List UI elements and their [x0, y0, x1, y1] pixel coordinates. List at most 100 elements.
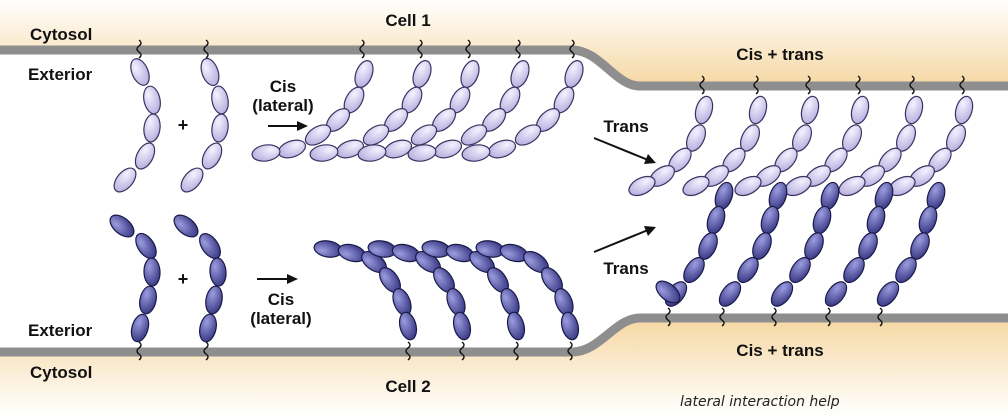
anchor-cistrans-bottom	[719, 307, 725, 327]
anchor-cistrans-top	[753, 75, 759, 95]
cistrans-top-domain	[954, 95, 974, 125]
anchor-cis-top	[465, 39, 471, 59]
anchor-cis-top	[359, 39, 365, 59]
top-monomer-2-domain	[180, 167, 204, 193]
cistrans-top-domain	[748, 95, 768, 125]
anchor-top-monomer-1	[136, 39, 142, 59]
cis-top-line1: Cis	[270, 77, 296, 96]
bottom-monomer-1-domain	[143, 257, 161, 287]
cis-top-domain	[410, 124, 438, 146]
top-monomer-2-domain	[211, 85, 229, 115]
bottom-monomer-2-domain	[173, 214, 199, 238]
cistrans-top-domain	[850, 95, 870, 125]
cis-top-domain	[407, 144, 437, 162]
anchor-cis-bottom	[459, 341, 465, 361]
cistrans-top-domain	[734, 175, 762, 197]
anchor-bottom-monomer-2	[203, 341, 209, 361]
cistrans-bottom-domain	[843, 256, 865, 284]
anchor-cis-top	[569, 39, 575, 59]
plus-top: +	[178, 115, 189, 135]
cadherin-molecules	[109, 39, 974, 361]
top-monomer-1-domain	[143, 113, 161, 143]
anchor-cistrans-top	[959, 75, 965, 95]
cistrans-bottom-domain	[737, 256, 759, 284]
cistrans-bottom-domain	[824, 281, 848, 307]
anchor-cistrans-top	[909, 75, 915, 95]
cistrans-bottom-domain	[718, 281, 742, 307]
cis-top-domain	[304, 124, 332, 146]
cis-top-line2: (lateral)	[252, 96, 313, 115]
anchor-cis-top	[417, 39, 423, 59]
bottom-monomer-1-domain	[135, 232, 157, 260]
anchor-top-monomer-2	[203, 39, 209, 59]
cis-bottom-domain	[506, 311, 526, 341]
cis-trans-bottom-label: Cis + trans	[736, 341, 823, 360]
cis-bottom-line1: Cis	[268, 290, 294, 309]
membrane-bottom	[0, 313, 1008, 357]
cis-bottom-line2: (lateral)	[250, 309, 311, 328]
cistrans-top-domain	[800, 95, 820, 125]
anchor-cistrans-bottom	[665, 307, 671, 327]
trans-bottom-label: Trans	[603, 259, 648, 278]
cell2-label: Cell 2	[385, 377, 430, 396]
top-monomer-2-domain	[211, 113, 229, 143]
anchor-cistrans-bottom	[771, 307, 777, 327]
bottom-monomer-1-domain	[109, 214, 135, 238]
cytosol-top-region	[0, 0, 1008, 86]
anchor-bottom-monomer-1	[136, 341, 142, 361]
top-monomer-1-domain	[113, 167, 137, 193]
cis-trans-top-label: Cis + trans	[736, 45, 823, 64]
exterior-top-label: Exterior	[28, 65, 93, 84]
cistrans-top-domain	[628, 175, 656, 197]
cistrans-bottom-domain	[789, 256, 811, 284]
top-monomer-1-domain	[134, 142, 156, 170]
cistrans-bottom-domain	[876, 281, 900, 307]
plus-bottom: +	[178, 269, 189, 289]
arrow-trans-top	[593, 137, 656, 164]
bottom-monomer-2-domain	[205, 285, 223, 315]
cis-top-domain	[514, 124, 542, 146]
cis-top-domain	[362, 124, 390, 146]
anchor-cistrans-top	[699, 75, 705, 95]
exterior-bottom-label: Exterior	[28, 321, 93, 340]
cistrans-bottom-domain	[895, 256, 917, 284]
cis-top-domain	[487, 139, 517, 159]
cistrans-bottom-domain	[655, 280, 681, 304]
top-monomer-2-domain	[200, 57, 220, 87]
cis-top-domain	[357, 144, 387, 162]
trans-top-label: Trans	[603, 117, 648, 136]
cis-top-domain	[251, 144, 281, 162]
cis-top-domain	[277, 139, 307, 159]
cis-top-domain	[461, 144, 491, 162]
cistrans-top-domain	[682, 175, 710, 197]
cistrans-bottom-domain	[770, 281, 794, 307]
cis-top-domain	[510, 60, 530, 88]
bottom-monomer-1-domain	[139, 285, 157, 315]
cis-top-domain	[309, 144, 339, 162]
handwritten-note: lateral interaction help	[680, 394, 840, 410]
top-monomer-1-domain	[143, 85, 161, 115]
cis-top-domain	[564, 60, 584, 88]
anchor-cis-bottom	[567, 341, 573, 361]
cistrans-bottom-domain	[683, 256, 705, 284]
cytosol-top-label: Cytosol	[30, 25, 92, 44]
anchor-cis-bottom	[513, 341, 519, 361]
arrow-cis-bottom	[257, 274, 298, 284]
top-monomer-2-domain	[201, 142, 223, 170]
anchor-cistrans-bottom	[877, 307, 883, 327]
anchor-cis-bottom	[405, 341, 411, 361]
cis-bottom-domain	[398, 311, 418, 341]
top-monomer-1-domain	[130, 58, 150, 86]
cis-bottom-domain	[560, 311, 580, 341]
cis-top-domain	[460, 124, 488, 146]
arrow-cis-top	[268, 121, 308, 131]
anchor-cistrans-bottom	[825, 307, 831, 327]
bottom-monomer-1-domain	[130, 313, 150, 343]
cis-top-domain	[354, 60, 374, 88]
cis-top-domain	[460, 60, 480, 88]
membrane-top	[0, 45, 1008, 91]
cistrans-top-domain	[904, 95, 924, 125]
anchor-cis-top	[515, 39, 521, 59]
